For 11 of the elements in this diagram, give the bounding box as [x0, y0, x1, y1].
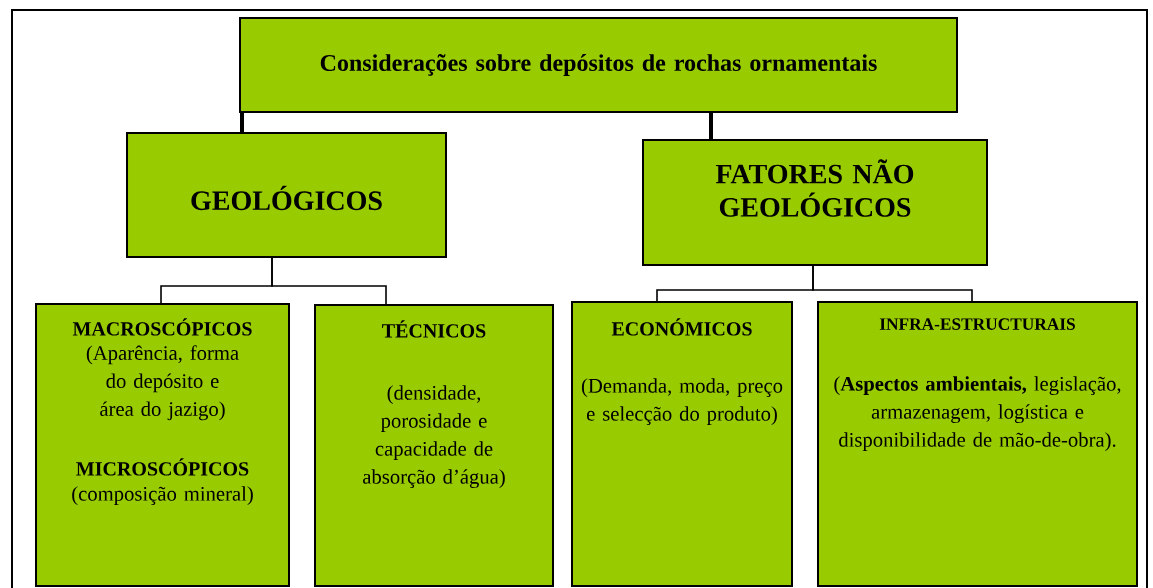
- text-box: TÉCNICOS (densidade, porosidade e capacidade de absorção d’água): [314, 304, 554, 587]
- text-box: INFRA-ESTRUCTURAIS (Aspectos ambientais, legislação, armazenagem, logística e disponibilidade de mão-de-obra).: [817, 301, 1138, 587]
- category-box: FATORES NÃO GEOLÓGICOS: [642, 139, 988, 266]
- connector: [240, 113, 244, 132]
- text-box: ECONÓMICOS (Demanda, moda, preço e selecção do produto): [571, 301, 793, 587]
- connector: [271, 257, 387, 305]
- connector: [709, 113, 713, 139]
- text-box: MACROSCÓPICOS (Aparência, forma do depósito e área do jazigo) MICROSCÓPICOS (composição mineral): [35, 303, 290, 587]
- title-box: Considerações sobre depósitos de rochas ornamentais: [239, 17, 958, 113]
- category-box: GEOLÓGICOS: [126, 132, 447, 258]
- connector: [812, 265, 973, 302]
